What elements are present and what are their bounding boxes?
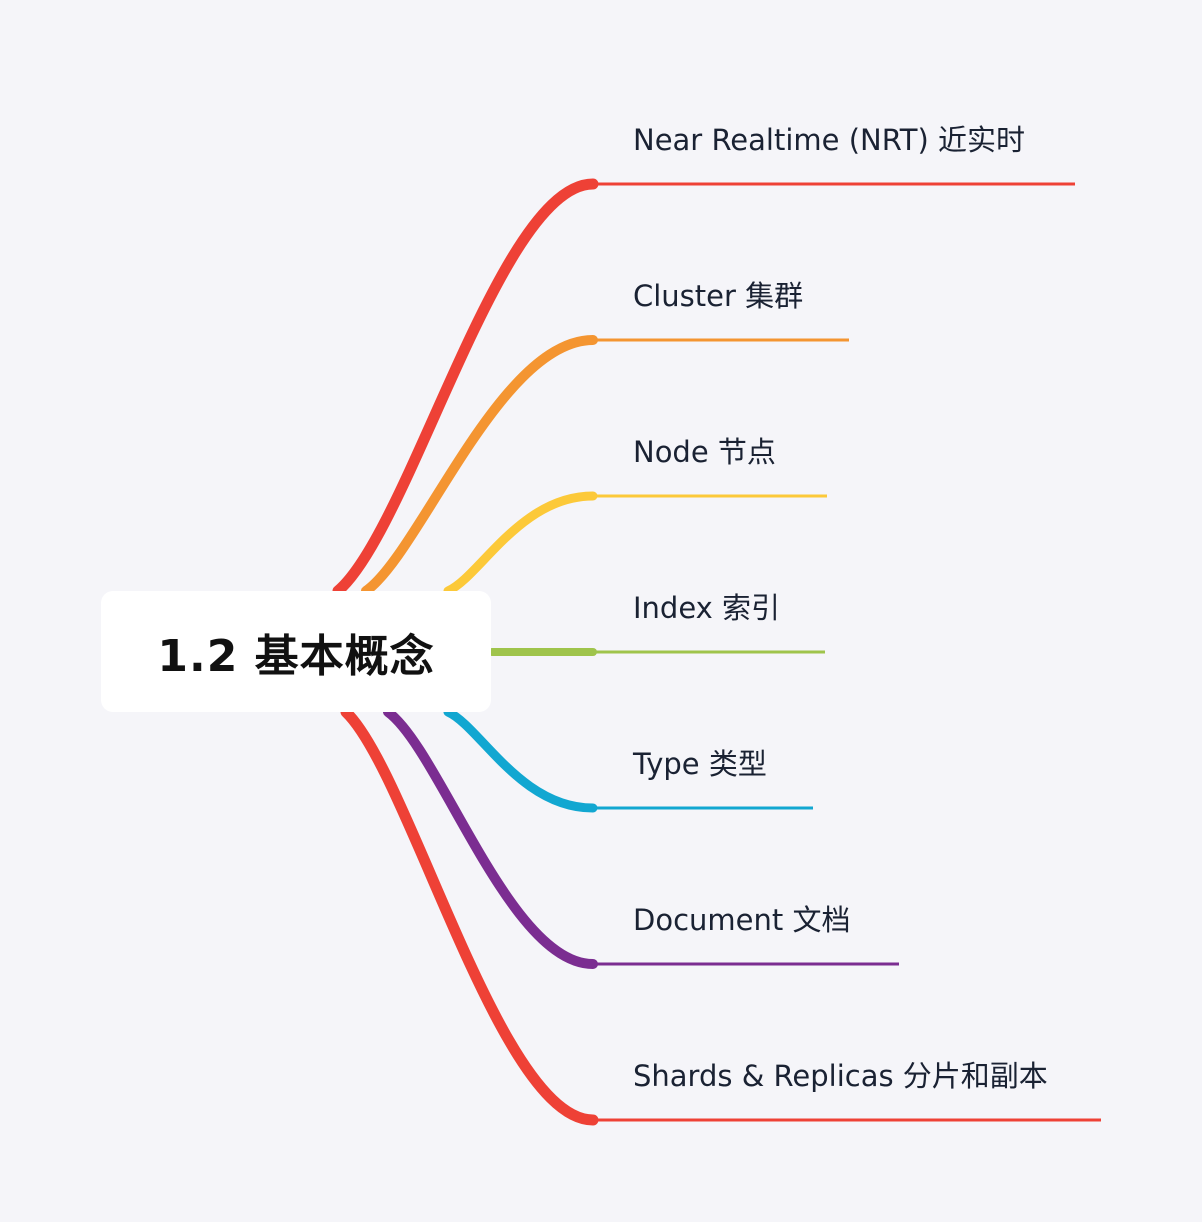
branch-label-near-realtime[interactable]: Near Realtime (NRT) 近实时 xyxy=(633,123,1025,157)
branch-label-document[interactable]: Document 文档 xyxy=(633,903,851,937)
branch-connector-shards-replicas xyxy=(340,706,599,1126)
branch-label-type[interactable]: Type 类型 xyxy=(633,747,767,781)
root-topic-title: 1.2 基本概念 xyxy=(157,630,435,682)
branch-label-index[interactable]: Index 索引 xyxy=(633,591,781,625)
root-topic-node[interactable]: 1.2 基本概念 xyxy=(101,591,491,712)
branch-connector-document xyxy=(383,707,598,969)
branch-connector-cluster xyxy=(361,335,598,596)
branch-connector-type xyxy=(443,707,598,813)
branch-label-node[interactable]: Node 节点 xyxy=(633,435,776,469)
branch-connector-node xyxy=(443,491,598,596)
branch-connector-near-realtime xyxy=(332,178,599,597)
branch-label-shards-replicas[interactable]: Shards & Replicas 分片和副本 xyxy=(633,1059,1048,1093)
branch-label-cluster[interactable]: Cluster 集群 xyxy=(633,279,804,313)
